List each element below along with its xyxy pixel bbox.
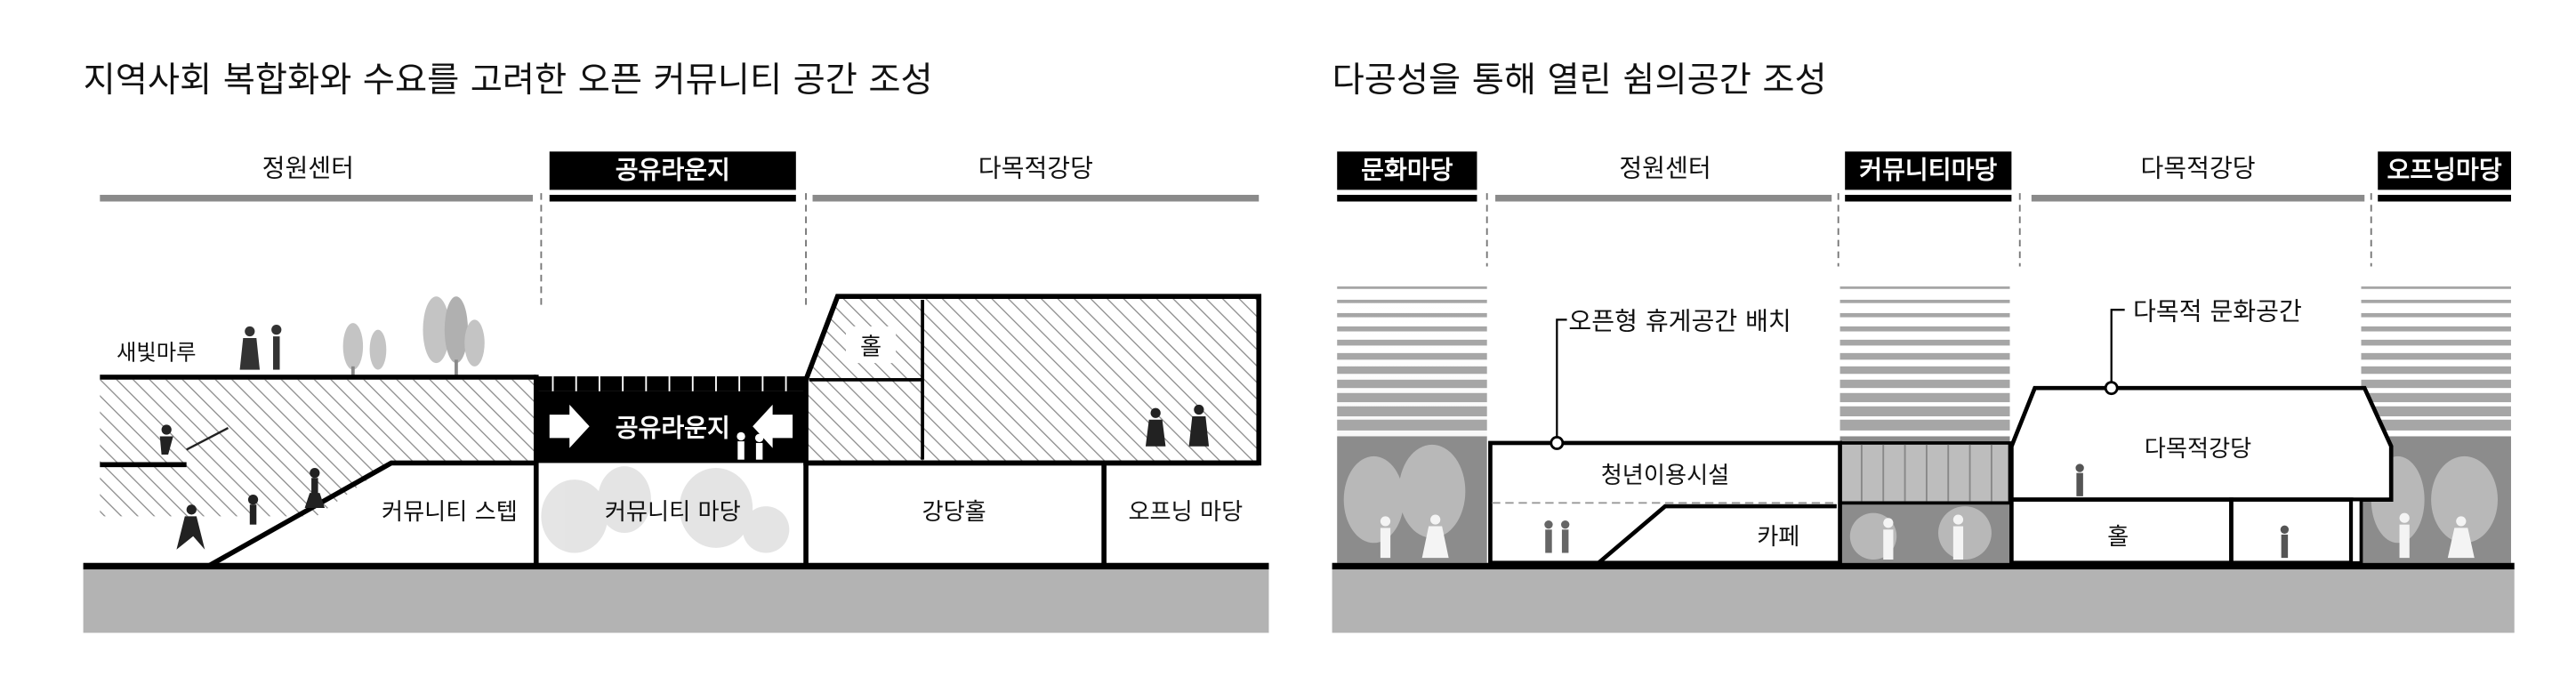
- right-zone-header-bg-opening: [2378, 151, 2511, 190]
- right-zone-rule-garden: [1495, 195, 1832, 202]
- right-zone-rule-auditorium: [2031, 195, 2365, 202]
- right-auditorium-mass: [2009, 385, 2394, 502]
- person-icon: [239, 325, 282, 370]
- left-community-step-label: 커뮤니티 스텝: [382, 499, 518, 526]
- person-icon: [1544, 520, 1570, 553]
- right-zone-header-bg-culture: [1337, 151, 1477, 190]
- left-lounge-banner: 공유라운지: [616, 413, 730, 442]
- right-zone-label-auditorium: 다목적강당: [2140, 153, 2255, 182]
- left-hall-label-bg: [845, 326, 897, 364]
- person-icon: [159, 424, 326, 550]
- right-callout-culture: 다목적 문화공간: [2133, 296, 2302, 326]
- left-opening-yard-label: 오프닝 마당: [1128, 499, 1243, 526]
- right-callout-line-culture: [2110, 309, 2125, 382]
- right-zone-label-opening: 오프닝마당: [2387, 155, 2502, 184]
- left-zone-header-bg-lounge: [549, 151, 796, 190]
- tree-icon: [342, 296, 485, 378]
- right-zone-label-culture: 문화마당: [1361, 155, 1453, 184]
- right-zone-rule-culture: [1337, 195, 1477, 202]
- left-lounge-bridge-grid: [551, 376, 787, 391]
- arrow-icon: [186, 427, 229, 451]
- left-zone-label-garden: 정원센터: [262, 153, 354, 182]
- left-zone-rule-lounge: [549, 195, 796, 202]
- left-title: 지역사회 복합화와 수요를 고려한 오픈 커뮤니티 공간 조성: [84, 60, 933, 101]
- right-callout-dot-culture: [2104, 381, 2119, 396]
- right-cafe-label: 카페: [1757, 524, 1799, 551]
- right-auditorium-end-bay: [2349, 497, 2363, 565]
- right-ground-line: [1332, 562, 2515, 570]
- person-icon: [2280, 525, 2290, 559]
- left-zone-label-lounge: 공유라운지: [616, 155, 730, 184]
- arrow-right-icon: [549, 404, 590, 448]
- left-auditorium-hall-label: 강당홀: [922, 499, 986, 526]
- left-community-yard-label: 커뮤니티 마당: [605, 499, 741, 526]
- right-callout-line-rest: [1556, 318, 1567, 437]
- right-zone-header-bg-community: [1845, 151, 2012, 190]
- person-icon: [1145, 404, 1210, 447]
- left-ground-line: [83, 562, 1269, 570]
- person-icon: [1380, 512, 2475, 560]
- left-zone-label-auditorium: 다목적강당: [978, 153, 1093, 182]
- right-auditorium-label: 다목적강당: [2145, 436, 2251, 463]
- left-section-diagram: 지역사회 복합화와 수요를 고려한 오픈 커뮤니티 공간 조성 정원센터 공유라…: [83, 60, 1269, 633]
- right-title: 다공성을 통해 열린 쉼의공간 조성: [1332, 60, 1827, 101]
- left-zone-rule-garden: [100, 195, 534, 202]
- left-hall-label: 홀: [860, 334, 881, 361]
- left-garden-mass: [100, 379, 536, 517]
- left-roof-slab: [100, 375, 536, 380]
- right-auditorium-lower-bay: [2229, 497, 2354, 566]
- right-zone-rule-opening: [2378, 195, 2511, 202]
- right-section-diagram: 다공성을 통해 열린 쉼의공간 조성 문화마당 정원센터 커뮤니티마당 다목적강…: [1332, 60, 2515, 633]
- right-zone-rule-community: [1845, 195, 2012, 202]
- left-zone-rule-auditorium: [812, 195, 1260, 202]
- right-youth-facility-label: 청년이용시설: [1601, 463, 1730, 489]
- person-icon: [737, 431, 764, 460]
- left-auditorium-mass: [803, 294, 1262, 466]
- left-rooftop-label: 새빛마루: [117, 339, 197, 365]
- tree-icon: [541, 466, 790, 553]
- left-ground: [83, 569, 1269, 633]
- right-hall-label: 홀: [2107, 524, 2129, 551]
- right-callout-rest: 오픈형 휴게공간 배치: [1568, 307, 1791, 336]
- right-callout-dot-rest: [1550, 435, 1565, 450]
- person-icon: [2075, 463, 2084, 496]
- right-zone-label-garden: 정원센터: [1619, 153, 1711, 182]
- right-zone-label-community: 커뮤니티마당: [1859, 155, 1997, 184]
- community-step-stair: [206, 460, 536, 568]
- right-cafe-stair: [1597, 504, 1837, 565]
- right-ground: [1332, 569, 2515, 633]
